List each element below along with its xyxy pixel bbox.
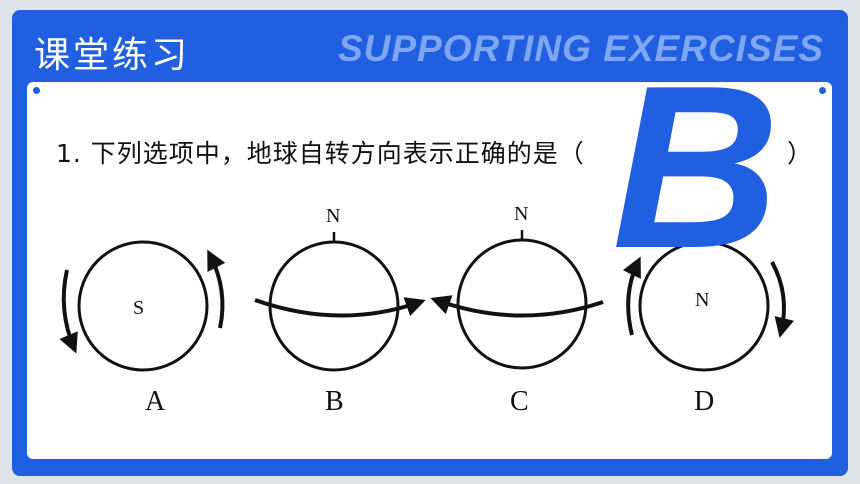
corner-dot-right <box>819 87 826 94</box>
content-card <box>27 82 832 459</box>
option-label-d: D <box>694 386 714 417</box>
pole-label-c: N <box>514 203 528 225</box>
option-b-diagram: N B <box>254 205 426 417</box>
question-text: 1. 下列选项中，地球自转方向表示正确的是（ <box>56 139 585 168</box>
option-label-c: C <box>510 386 529 417</box>
pole-label-a: S <box>133 297 144 319</box>
arrow-c <box>430 295 604 318</box>
option-c-diagram: N C <box>430 203 604 417</box>
globe-c <box>456 238 588 370</box>
pole-label-d: N <box>695 289 709 311</box>
globe-b <box>268 240 400 372</box>
corner-dot-left <box>33 87 40 94</box>
pole-label-b: N <box>326 205 340 227</box>
arrow-d-right <box>770 261 795 338</box>
option-a-diagram: S A <box>59 240 226 417</box>
header-subtitle: SUPPORTING EXERCISES <box>337 28 824 69</box>
arrow-b <box>254 297 426 318</box>
globe-a <box>77 240 209 372</box>
arrow-a-right <box>207 249 226 329</box>
arrow-a-left <box>59 269 78 354</box>
arrow-d-left <box>622 256 641 336</box>
option-label-a: A <box>145 386 166 417</box>
option-d-diagram: N D <box>622 240 795 417</box>
option-label-b: B <box>325 386 344 417</box>
question-close-paren: ） <box>787 139 813 168</box>
header-title: 课堂练习 <box>34 35 191 76</box>
answer-letter: B <box>612 38 780 297</box>
globe-d <box>638 240 770 372</box>
